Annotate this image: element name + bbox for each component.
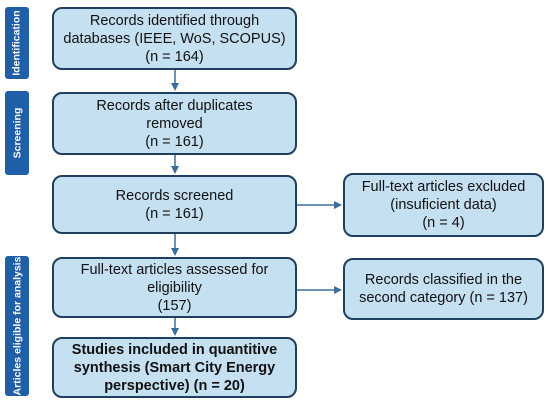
box-records-screened-text: Records screened (n = 161) xyxy=(115,187,234,222)
box-full-text-excluded: Full-text articles excluded (insuficient… xyxy=(343,173,544,237)
box-studies-included: Studies included in quantitive synthesis… xyxy=(52,337,297,398)
box-second-category-text: Records classified in the second categor… xyxy=(359,272,528,306)
box-second-category: Records classified in the second categor… xyxy=(343,258,544,320)
box-after-duplicates: Records after duplicates removed (n = 16… xyxy=(52,92,297,155)
box-records-identified-text: Records identified through databases (IE… xyxy=(63,12,286,65)
box-records-screened: Records screened (n = 161) xyxy=(52,175,297,234)
box-full-text-excluded-text: Full-text articles excluded (insuficient… xyxy=(361,179,526,231)
box-after-duplicates-text: Records after duplicates removed (n = 16… xyxy=(96,97,253,150)
stage-identification: Identification xyxy=(5,7,29,79)
box-full-text-assessed: Full-text articles assessed for eligibil… xyxy=(52,257,297,318)
stage-screening: Screening xyxy=(5,91,29,175)
box-full-text-assessed-text: Full-text articles assessed for eligibil… xyxy=(80,261,269,314)
stage-eligible: Articles eligible for analysis xyxy=(5,256,29,396)
box-records-identified: Records identified through databases (IE… xyxy=(52,7,297,70)
box-studies-included-text: Studies included in quantitive synthesis… xyxy=(71,341,278,394)
